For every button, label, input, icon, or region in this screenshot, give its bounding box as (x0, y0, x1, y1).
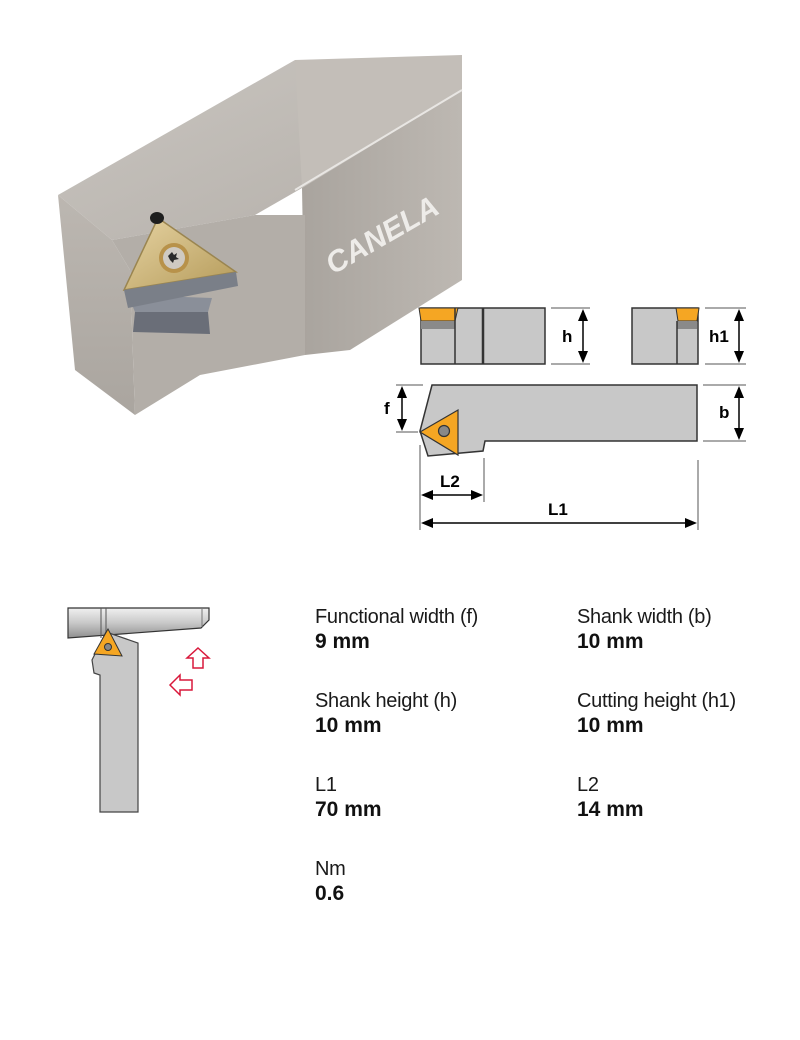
side-view: h1 (631, 307, 746, 365)
spec-value: 70 mm (315, 798, 382, 821)
spec-shank-width: Shank width (b) 10 mm (577, 605, 800, 655)
spec-label: Functional width (f) (315, 606, 478, 628)
dimension-drawing: h h1 f (370, 295, 770, 540)
feed-direction-arrows-icon (168, 646, 211, 697)
spec-l2: L2 14 mm (577, 773, 800, 823)
spec-value: 10 mm (315, 714, 382, 737)
tool-holder-icon (91, 627, 139, 813)
label-h: h (562, 327, 572, 346)
spec-value: 10 mm (577, 630, 644, 653)
spec-label: Nm (315, 858, 346, 880)
insert-icon (122, 212, 238, 334)
label-L1: L1 (548, 500, 568, 519)
spec-shank-height: Shank height (h) 10 mm (315, 689, 555, 739)
spec-value: 14 mm (577, 798, 644, 821)
spec-label: L2 (577, 774, 599, 796)
label-h1: h1 (709, 327, 729, 346)
spec-label: Shank width (b) (577, 606, 712, 628)
spec-value: 10 mm (577, 714, 644, 737)
orientation-diagram (50, 595, 220, 825)
label-L2: L2 (440, 472, 460, 491)
front-view: h (418, 307, 590, 365)
workpiece-icon (67, 607, 210, 639)
spec-value: 0.6 (315, 882, 345, 905)
spec-cutting-height: Cutting height (h1) 10 mm (577, 689, 800, 739)
product-photo: CANELA (50, 50, 470, 430)
label-f: f (384, 399, 390, 418)
top-view: f b L2 L1 (384, 384, 746, 530)
spec-l1: L1 70 mm (315, 773, 555, 823)
spec-label: Cutting height (h1) (577, 690, 736, 712)
spec-label: L1 (315, 774, 337, 796)
spec-value: 9 mm (315, 630, 370, 653)
label-b: b (719, 403, 729, 422)
spec-functional-width: Functional width (f) 9 mm (315, 605, 555, 655)
spec-torque-nm: Nm 0.6 (315, 857, 555, 907)
spec-label: Shank height (h) (315, 690, 457, 712)
